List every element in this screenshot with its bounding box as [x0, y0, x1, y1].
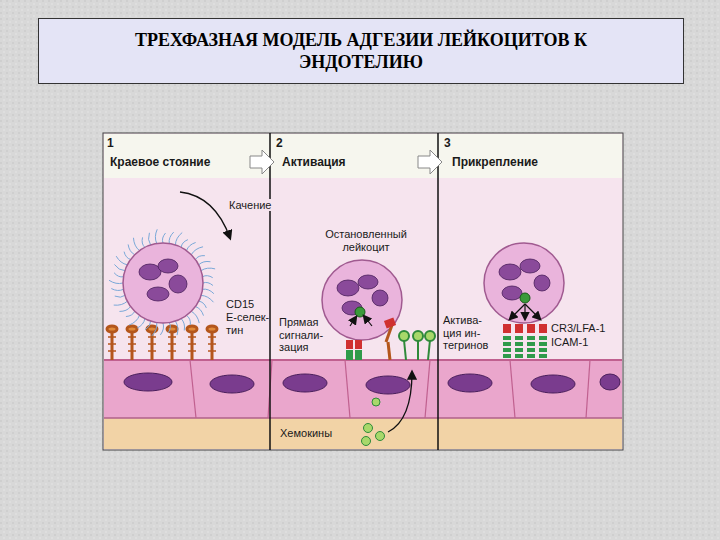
cell-label: Остановленный лейкоцит — [310, 228, 422, 253]
title-panel: ТРЕХФАЗНАЯ МОДЕЛЬ АДГЕЗИИ ЛЕЙКОЦИТОВ К Э… — [38, 18, 684, 84]
process-label: Актива- ция ин- тегринов — [443, 314, 495, 352]
molecule-label: CD15 — [226, 298, 266, 311]
molecule-label: E-селек- тин — [226, 311, 270, 336]
process-label: Прямая сигнали- зация — [279, 316, 329, 354]
molecule-label: ICAM-1 — [551, 336, 611, 349]
panel-heading: Активация — [282, 156, 392, 170]
panel-number: 1 — [107, 137, 121, 151]
molecule-label: CR3/LFA-1 — [551, 322, 621, 335]
process-label: Качение — [229, 199, 289, 212]
title-text: ТРЕХФАЗНАЯ МОДЕЛЬ АДГЕЗИИ ЛЕЙКОЦИТОВ К Э… — [114, 29, 609, 74]
molecule-label: Хемокины — [280, 427, 344, 440]
panel-heading: 3 — [444, 137, 458, 151]
panel-number: 2 — [276, 137, 290, 151]
panel-heading: Краевое стояние — [110, 156, 250, 170]
panel-heading: Прикрепление — [452, 156, 572, 170]
